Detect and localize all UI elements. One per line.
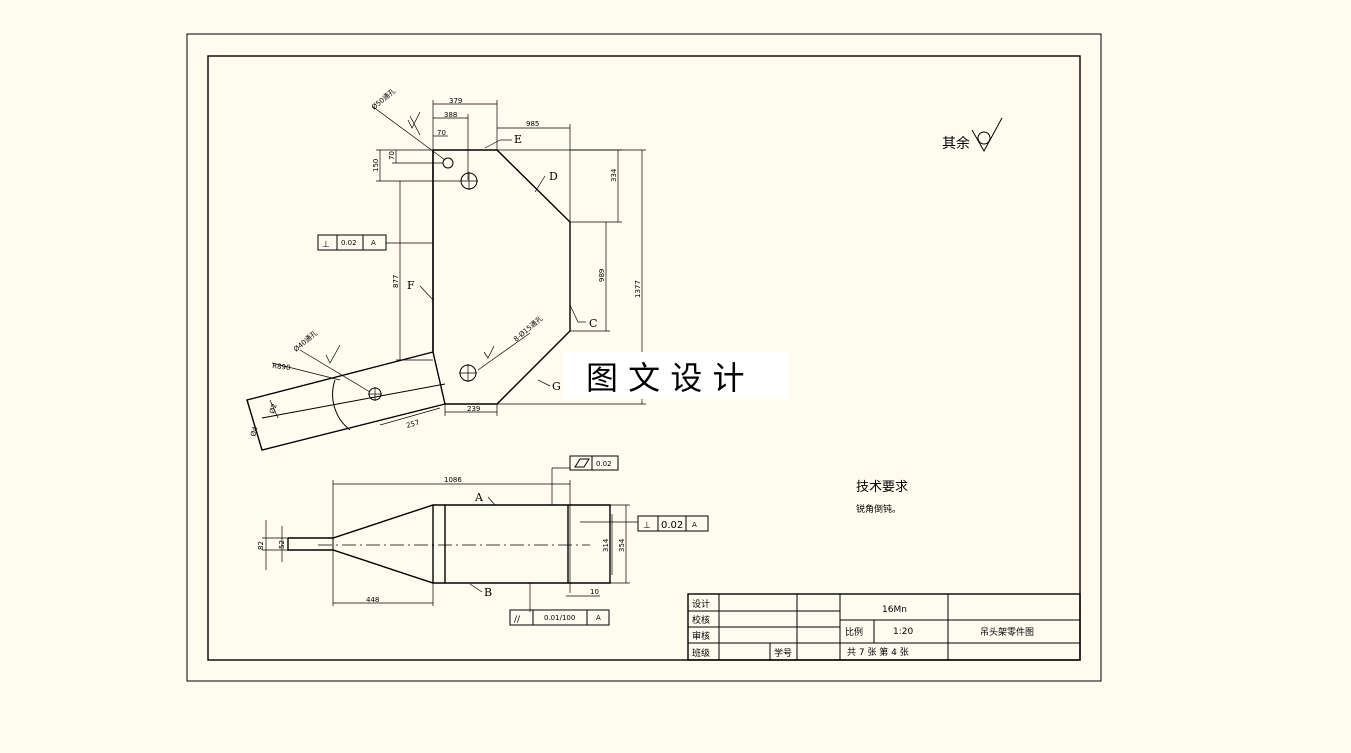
callout-text: Ø40通孔 <box>292 328 320 353</box>
point-c-label: C <box>589 317 597 330</box>
tolerance-frame-flatness: 0.02 <box>569 455 619 471</box>
tb-drawing-name: 吊头架零件图 <box>980 626 1034 638</box>
dim-text: 877 <box>392 275 400 288</box>
dim-text: 985 <box>526 120 539 128</box>
front-outline <box>287 504 611 584</box>
tb-scale-label: 比例 <box>845 626 863 638</box>
dim-text: Ø2 <box>268 403 278 415</box>
point-f-label: F <box>407 279 415 292</box>
dim-text: 314 <box>602 538 610 552</box>
dim-text: R890 <box>272 362 291 372</box>
front-view: A B 1086 314 354 448 10 82 52 0.02 ⊥ 0.0… <box>257 455 709 626</box>
tolerance-frame-perpendicular: ⊥ 0.02 A <box>317 234 387 251</box>
svg-text:0.01/100: 0.01/100 <box>544 614 575 622</box>
dim-text: 82 <box>257 541 265 550</box>
dim-text: 150 <box>372 159 380 172</box>
tech-req-note: 锐角倒钝。 <box>856 503 901 515</box>
dim-text: 1086 <box>444 476 462 484</box>
inner-frame <box>207 55 1081 661</box>
svg-text:⊥: ⊥ <box>322 240 330 250</box>
dim-text: Ø4 <box>249 425 260 437</box>
svg-text:A: A <box>692 521 697 529</box>
svg-text:其余: 其余 <box>942 135 970 152</box>
tb-material: 16Mn <box>882 605 907 615</box>
svg-text:0.02: 0.02 <box>661 520 683 531</box>
front-label-b: B <box>484 586 492 599</box>
front-label-a: A <box>474 491 484 504</box>
tolerance-frame-parallel: // 0.01/100 A <box>509 609 610 626</box>
dim-text: 1377 <box>634 280 642 298</box>
svg-text://: // <box>514 615 521 625</box>
dim-text: 989 <box>598 269 606 282</box>
title-block: 设计 校核 审核 班级 学号 16Mn 比例 1:20 吊头架零件图 共 7 张… <box>687 593 1081 661</box>
dim-text: 257 <box>405 419 420 430</box>
point-d-label: D <box>549 170 558 183</box>
dim-text: 448 <box>366 596 379 604</box>
part-outline <box>432 149 571 405</box>
dim-text: 334 <box>610 168 618 182</box>
dim-text: 239 <box>467 405 480 413</box>
tb-scale-value: 1:20 <box>893 627 913 637</box>
dim-text: 10 <box>590 588 599 596</box>
dim-text: 70 <box>437 129 446 137</box>
outer-frame <box>186 33 1102 682</box>
point-g-label: G <box>552 380 561 393</box>
callout-text: 8-Ø15通孔 <box>512 314 545 344</box>
tb-review: 审核 <box>692 630 710 642</box>
dim-text: 388 <box>444 111 457 119</box>
dim-text: 52 <box>278 540 286 549</box>
svg-text:0.02: 0.02 <box>596 460 612 468</box>
tb-student-no: 学号 <box>774 647 792 659</box>
dim-text: 354 <box>618 538 626 552</box>
tolerance-frame-perpendicular-bottom: ⊥ 0.02 A <box>637 515 709 532</box>
svg-text:0.02: 0.02 <box>341 239 357 247</box>
svg-text:A: A <box>371 239 376 247</box>
tb-design: 设计 <box>692 598 710 610</box>
dim-text: 70 <box>388 151 396 160</box>
dim-text: 379 <box>449 97 462 105</box>
callout-text: Ø50通孔 <box>370 86 398 111</box>
watermark-bg <box>563 352 788 399</box>
svg-text:A: A <box>596 614 601 622</box>
tb-sheet: 共 7 张 第 4 张 <box>847 646 909 658</box>
tech-req-title: 技术要求 <box>856 480 908 495</box>
svg-text:⊥: ⊥ <box>643 521 651 531</box>
tb-check: 校核 <box>692 614 710 626</box>
point-e-label: E <box>514 133 522 146</box>
roughness-symbol: 其余 <box>942 117 1003 153</box>
tb-class: 班级 <box>692 647 710 659</box>
watermark-text: 图 文 设 计 <box>586 359 745 397</box>
